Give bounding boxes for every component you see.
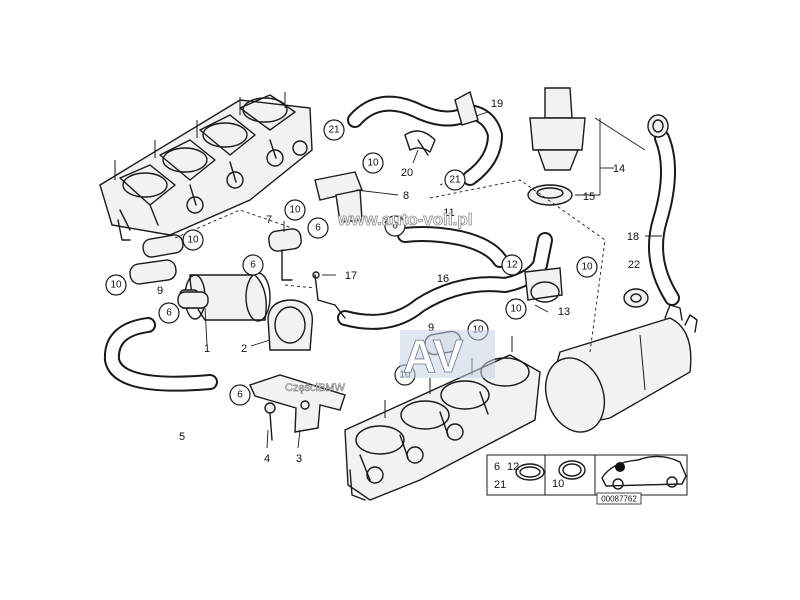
temperature-sensor — [527, 87, 586, 206]
hose-clip-20 — [404, 130, 436, 156]
hose-11 — [397, 226, 508, 268]
svg-text:21: 21 — [449, 175, 461, 186]
callout-22: 22 — [628, 259, 640, 271]
hose-clamp-icon — [515, 463, 545, 481]
bolt — [264, 402, 276, 441]
leader-lines — [174, 111, 662, 449]
callout-15: 15 — [583, 191, 595, 203]
svg-text:6: 6 — [392, 221, 398, 232]
callout-14: 14 — [613, 163, 625, 175]
diagram-code: 00087762 — [601, 495, 637, 504]
site-watermark: www.auto-voll.pl — [337, 210, 472, 229]
callout-9-right: 9 — [428, 322, 434, 334]
svg-text:10: 10 — [510, 304, 522, 315]
svg-text:6: 6 — [166, 308, 172, 319]
ref-6-upper: 6 — [307, 217, 329, 239]
svg-text:21: 21 — [328, 125, 340, 136]
legend-10: 10 — [552, 478, 564, 490]
t-connector — [524, 267, 563, 303]
callout-16: 16 — [437, 273, 449, 285]
svg-text:12: 12 — [506, 260, 518, 271]
callout-18: 18 — [627, 231, 639, 243]
callout-5: 5 — [179, 431, 185, 443]
brand-caption: CzęściBMW — [285, 382, 346, 394]
watermarks: www.auto-voll.pl AV CzęściBMW — [285, 210, 495, 394]
svg-text:6: 6 — [250, 260, 256, 271]
ref-21-top: 21 — [323, 119, 345, 141]
part-number-labels: 1 2 3 4 5 7 8 9 9 11 13 14 15 16 17 18 1… — [157, 98, 640, 465]
callout-2: 2 — [241, 343, 247, 355]
svg-text:6: 6 — [315, 223, 321, 234]
callout-8: 8 — [403, 190, 409, 202]
ref-10-upper-left: 10 — [284, 199, 306, 221]
svg-text:10: 10 — [581, 262, 593, 273]
callout-19: 19 — [491, 98, 503, 110]
canister — [544, 304, 698, 433]
legend-21: 21 — [494, 479, 506, 491]
ref-12: 12 — [501, 254, 523, 276]
callout-13: 13 — [558, 306, 570, 318]
ref-10-center-right: 10 — [505, 298, 527, 320]
legend-box: 6 12 21 10 — [486, 454, 688, 496]
upper-throttle-assembly — [99, 92, 313, 241]
diagram-code-box: 00087762 — [596, 492, 642, 505]
o-ring-icon — [558, 460, 586, 480]
valve-bracket — [267, 299, 314, 351]
ref-6-bottom: 6 — [229, 384, 251, 406]
callout-3: 3 — [296, 453, 302, 465]
hose-5 — [103, 317, 218, 392]
hose-18 — [647, 114, 680, 306]
legend-12: 12 — [507, 461, 519, 473]
callout-20: 20 — [401, 167, 413, 179]
callout-11: 11 — [443, 207, 454, 219]
brand-letters: AV — [403, 330, 464, 382]
ref-6-lower-left: 6 — [158, 302, 180, 324]
car-location-icon — [601, 455, 687, 490]
svg-text:10: 10 — [187, 235, 199, 246]
ref-6-upper-right: 6 — [384, 215, 406, 237]
svg-text:10: 10 — [289, 205, 301, 216]
legend-6: 6 — [494, 461, 500, 473]
ref-6-mid-left: 6 — [242, 254, 264, 276]
callout-1: 1 — [204, 343, 210, 355]
hose-19 — [347, 90, 503, 186]
ref-10-left: 10 — [182, 229, 204, 251]
callout-7: 7 — [266, 214, 272, 226]
ref-10-right: 10 — [576, 256, 598, 278]
callout-4: 4 — [264, 453, 270, 465]
mounting-bracket — [249, 374, 346, 433]
svg-text:6: 6 — [237, 390, 243, 401]
clip-22 — [623, 288, 649, 308]
callout-9-left: 9 — [157, 285, 163, 297]
brand-logo: AV CzęściBMW — [285, 330, 495, 394]
callout-17: 17 — [345, 270, 357, 282]
svg-text:10: 10 — [110, 280, 122, 291]
ref-10-top: 10 — [362, 152, 384, 174]
vent-nipple-17 — [312, 271, 346, 319]
ref-21-mid: 21 — [444, 169, 466, 191]
svg-text:10: 10 — [367, 158, 379, 169]
ref-10-far-left: 10 — [105, 274, 127, 296]
